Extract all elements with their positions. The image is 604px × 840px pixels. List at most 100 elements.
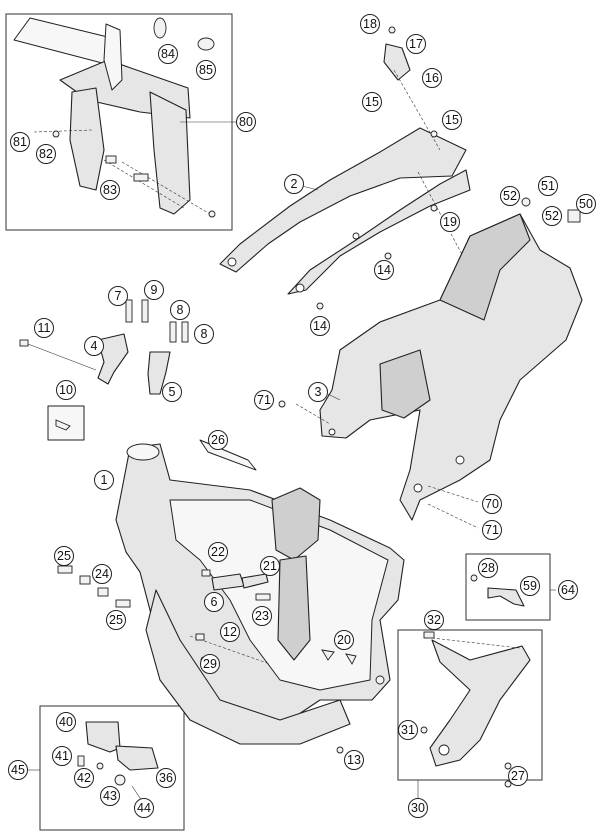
callout-45: 45 xyxy=(8,760,28,780)
callout-9-label: 9 xyxy=(151,283,158,297)
callout-32: 32 xyxy=(424,610,444,630)
callout-19: 19 xyxy=(440,212,460,232)
callout-19-label: 19 xyxy=(443,215,457,229)
callout-22: 22 xyxy=(208,542,228,562)
callout-59-label: 59 xyxy=(523,579,537,593)
callout-71a-label: 71 xyxy=(257,393,271,407)
group-box-64 xyxy=(465,553,551,621)
callout-27-label: 27 xyxy=(511,769,525,783)
callout-85: 85 xyxy=(196,60,216,80)
callout-15a: 15 xyxy=(362,92,382,112)
callout-44-label: 44 xyxy=(137,801,151,815)
callout-71a: 71 xyxy=(254,390,274,410)
callout-70-label: 70 xyxy=(485,497,499,511)
callout-51: 51 xyxy=(538,176,558,196)
callout-83-label: 83 xyxy=(103,183,117,197)
callout-17: 17 xyxy=(406,34,426,54)
engine-mount-hardware xyxy=(57,565,131,608)
callout-29: 29 xyxy=(200,654,220,674)
callout-2: 2 xyxy=(284,174,304,194)
callout-25a-label: 25 xyxy=(57,549,71,563)
callout-80: 80 xyxy=(236,112,256,132)
callout-14a: 14 xyxy=(374,260,394,280)
footrest-assembly xyxy=(77,721,159,805)
callout-21-label: 21 xyxy=(263,559,277,573)
callout-51-label: 51 xyxy=(541,179,555,193)
callout-6-label: 6 xyxy=(211,595,218,609)
callout-84-label: 84 xyxy=(161,47,175,61)
callout-25b-label: 25 xyxy=(109,613,123,627)
callout-9: 9 xyxy=(144,280,164,300)
callout-45-label: 45 xyxy=(11,763,25,777)
callout-14a-label: 14 xyxy=(377,263,391,277)
callout-20-label: 20 xyxy=(337,633,351,647)
chain-guide-assembly xyxy=(470,574,525,607)
callout-30: 30 xyxy=(408,798,428,818)
callout-4-label: 4 xyxy=(91,339,98,353)
callout-23: 23 xyxy=(252,606,272,626)
callout-84: 84 xyxy=(158,44,178,64)
callout-64: 64 xyxy=(558,580,578,600)
callout-30-label: 30 xyxy=(411,801,425,815)
callout-28-label: 28 xyxy=(481,561,495,575)
callout-36: 36 xyxy=(156,768,176,788)
callout-2-label: 2 xyxy=(291,177,298,191)
callout-43-label: 43 xyxy=(103,789,117,803)
callout-12-label: 12 xyxy=(223,625,237,639)
callout-7-label: 7 xyxy=(115,289,122,303)
callout-41: 41 xyxy=(52,746,72,766)
callout-25a: 25 xyxy=(54,546,74,566)
callout-1: 1 xyxy=(94,470,114,490)
callout-52a-label: 52 xyxy=(503,189,517,203)
callout-81-label: 81 xyxy=(13,135,27,149)
group-box-45 xyxy=(39,705,185,831)
callout-13-label: 13 xyxy=(347,753,361,767)
callout-17-label: 17 xyxy=(409,37,423,51)
linkage-levers xyxy=(19,299,189,441)
callout-26: 26 xyxy=(208,430,228,450)
callout-70: 70 xyxy=(482,494,502,514)
callout-29-label: 29 xyxy=(203,657,217,671)
callout-59: 59 xyxy=(520,576,540,596)
callout-52a: 52 xyxy=(500,186,520,206)
callout-15a-label: 15 xyxy=(365,95,379,109)
subframe-tube-assembly xyxy=(219,26,483,310)
callout-71b-label: 71 xyxy=(485,523,499,537)
callout-10-label: 10 xyxy=(59,383,73,397)
callout-6: 6 xyxy=(204,592,224,612)
callout-16-label: 16 xyxy=(425,71,439,85)
callout-27: 27 xyxy=(508,766,528,786)
callout-5: 5 xyxy=(162,382,182,402)
callout-20: 20 xyxy=(334,630,354,650)
callout-41-label: 41 xyxy=(55,749,69,763)
callout-7: 7 xyxy=(108,286,128,306)
callout-81: 81 xyxy=(10,132,30,152)
callout-64-label: 64 xyxy=(561,583,575,597)
callout-52b-label: 52 xyxy=(545,209,559,223)
callout-15b-label: 15 xyxy=(445,113,459,127)
callout-44: 44 xyxy=(134,798,154,818)
side-stand-bracket xyxy=(420,631,531,788)
callout-16: 16 xyxy=(422,68,442,88)
callout-71b: 71 xyxy=(482,520,502,540)
callout-18-label: 18 xyxy=(363,17,377,31)
callout-5-label: 5 xyxy=(169,385,176,399)
callout-83: 83 xyxy=(100,180,120,200)
callout-31: 31 xyxy=(398,720,418,740)
callout-3: 3 xyxy=(308,382,328,402)
callout-36-label: 36 xyxy=(159,771,173,785)
callout-4: 4 xyxy=(84,336,104,356)
callout-42: 42 xyxy=(74,768,94,788)
callout-26-label: 26 xyxy=(211,433,225,447)
callout-43: 43 xyxy=(100,786,120,806)
callout-31-label: 31 xyxy=(401,723,415,737)
callout-8a-label: 8 xyxy=(177,303,184,317)
callout-11: 11 xyxy=(34,318,54,338)
callout-22-label: 22 xyxy=(211,545,225,559)
callout-24: 24 xyxy=(92,564,112,584)
callout-8b-label: 8 xyxy=(201,327,208,341)
callout-21: 21 xyxy=(260,556,280,576)
callout-8b: 8 xyxy=(194,324,214,344)
group-box-30 xyxy=(397,629,543,781)
callout-14b: 14 xyxy=(310,316,330,336)
